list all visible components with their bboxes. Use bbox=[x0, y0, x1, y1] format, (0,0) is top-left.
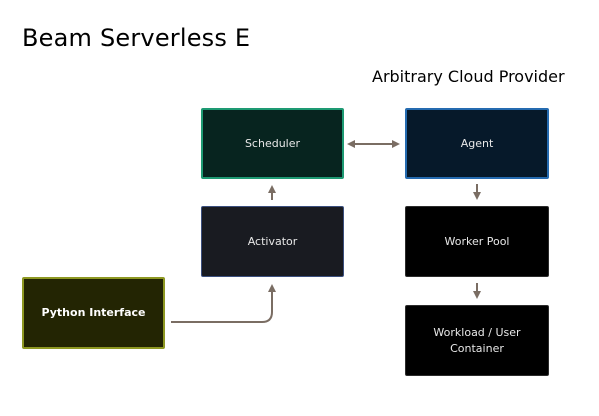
activator-node[interactable]: Activator bbox=[201, 206, 344, 277]
workload-label: Workload / User Container bbox=[433, 325, 520, 357]
worker-pool-node[interactable]: Worker Pool bbox=[405, 206, 549, 277]
python-interface-node[interactable]: Python Interface bbox=[22, 277, 165, 349]
scheduler-label: Scheduler bbox=[244, 136, 301, 150]
scheduler-node[interactable]: Scheduler bbox=[201, 108, 344, 179]
worker-pool-label: Worker Pool bbox=[444, 234, 510, 248]
activator-label: Activator bbox=[247, 234, 298, 248]
cloud-provider-label: Arbitrary Cloud Provider bbox=[372, 67, 565, 86]
agent-label: Agent bbox=[460, 136, 494, 150]
diagram-title: Beam Serverless E bbox=[22, 24, 251, 52]
workload-label-line2: Container bbox=[450, 341, 504, 355]
python-to-activator-arrow bbox=[171, 284, 276, 323]
python-interface-label: Python Interface bbox=[41, 306, 146, 320]
agent-node[interactable]: Agent bbox=[405, 108, 549, 179]
workload-label-line1: Workload / User bbox=[433, 325, 521, 339]
workload-container-node[interactable]: Workload / User Container bbox=[405, 305, 549, 376]
